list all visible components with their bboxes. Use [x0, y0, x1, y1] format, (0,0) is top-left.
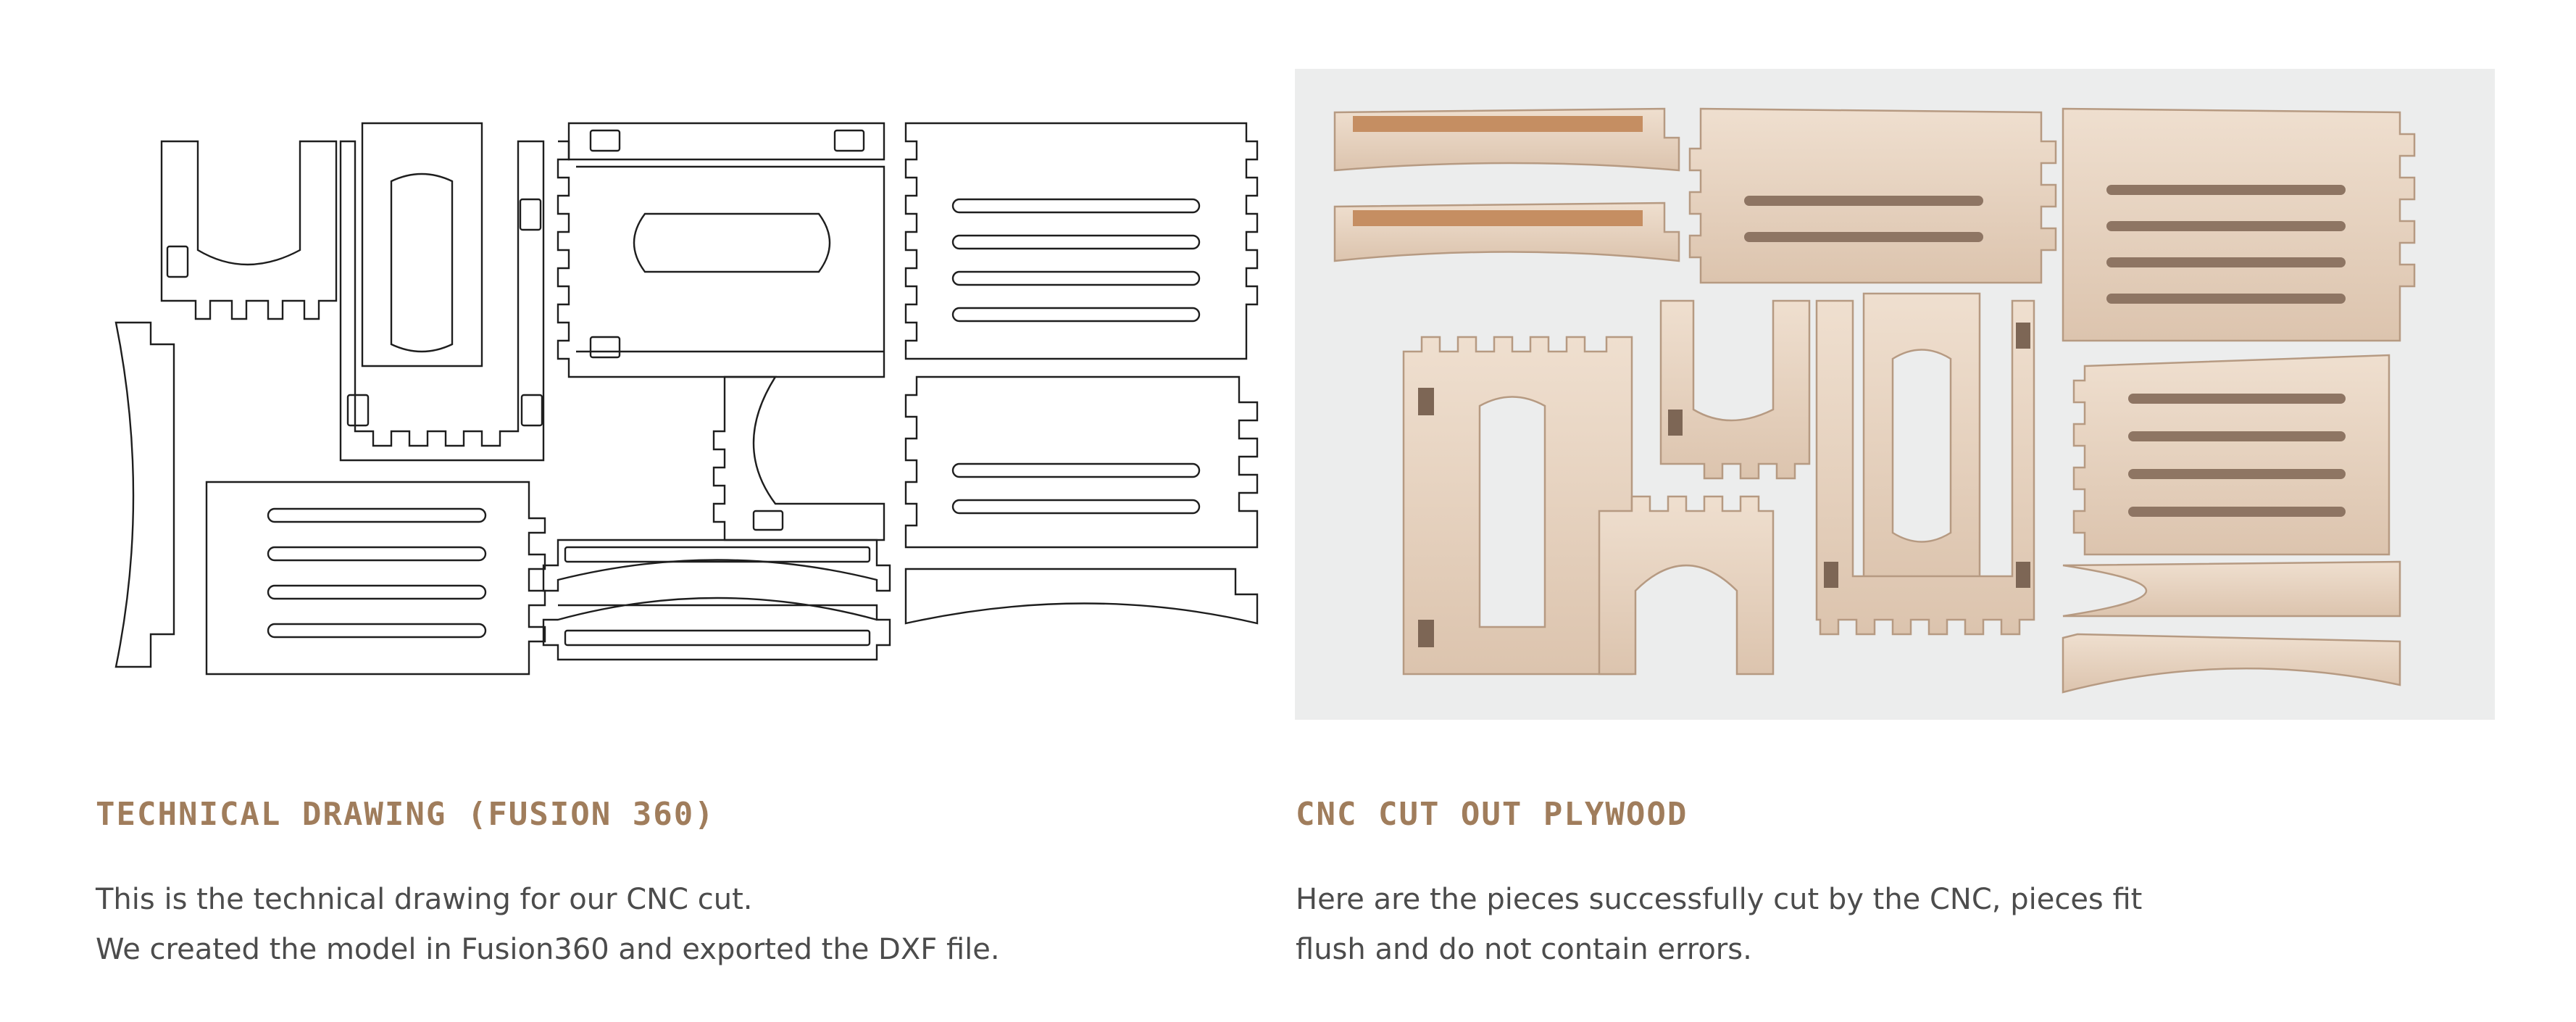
photo-description-line: flush and do not contain errors.	[1296, 933, 1752, 966]
drawing-piece-stretcher-top	[542, 539, 891, 592]
technical-drawing	[94, 69, 1268, 721]
photo-piece-h-side	[1659, 299, 1811, 480]
drawing-piece-h-side	[160, 140, 338, 320]
drawing-piece-seat	[557, 122, 885, 378]
drawing-piece-leg	[712, 375, 885, 541]
photo-piece-rail-2-edge	[1353, 210, 1643, 226]
photo-piece-rail-3	[2062, 560, 2401, 618]
drawing-description: This is the technical drawing for our CN…	[96, 875, 1000, 975]
drawing-piece-curved-side	[114, 321, 175, 668]
photo-piece-rail-1-edge	[1353, 116, 1643, 132]
photo-description-line: Here are the pieces successfully cut by …	[1296, 883, 2143, 916]
drawing-description-line: This is the technical drawing for our CN…	[96, 883, 753, 916]
drawing-piece-frame	[339, 140, 545, 462]
photo-piece-arch	[1598, 495, 1775, 676]
drawing-piece-back	[361, 122, 483, 367]
photo-description: Here are the pieces successfully cut by …	[1296, 875, 2142, 975]
drawing-piece-slotted-panel-a	[205, 481, 546, 676]
drawing-heading: TECHNICAL DRAWING (FUSION 360)	[96, 796, 715, 833]
drawing-piece-slotted-panel-c	[904, 375, 1259, 549]
cnc-photo	[1295, 69, 2495, 720]
drawing-piece-slotted-panel-b	[904, 122, 1259, 360]
photo-piece-frame	[1815, 299, 2035, 636]
drawing-description-line: We created the model in Fusion360 and ex…	[96, 933, 1000, 966]
photo-piece-panel-right-mid	[2072, 354, 2390, 556]
photo-piece-rail-4	[2062, 633, 2401, 694]
drawing-piece-rail	[904, 568, 1259, 625]
photo-heading: CNC CUT OUT PLYWOOD	[1296, 796, 1688, 833]
drawing-piece-stretcher-bottom	[542, 597, 891, 661]
